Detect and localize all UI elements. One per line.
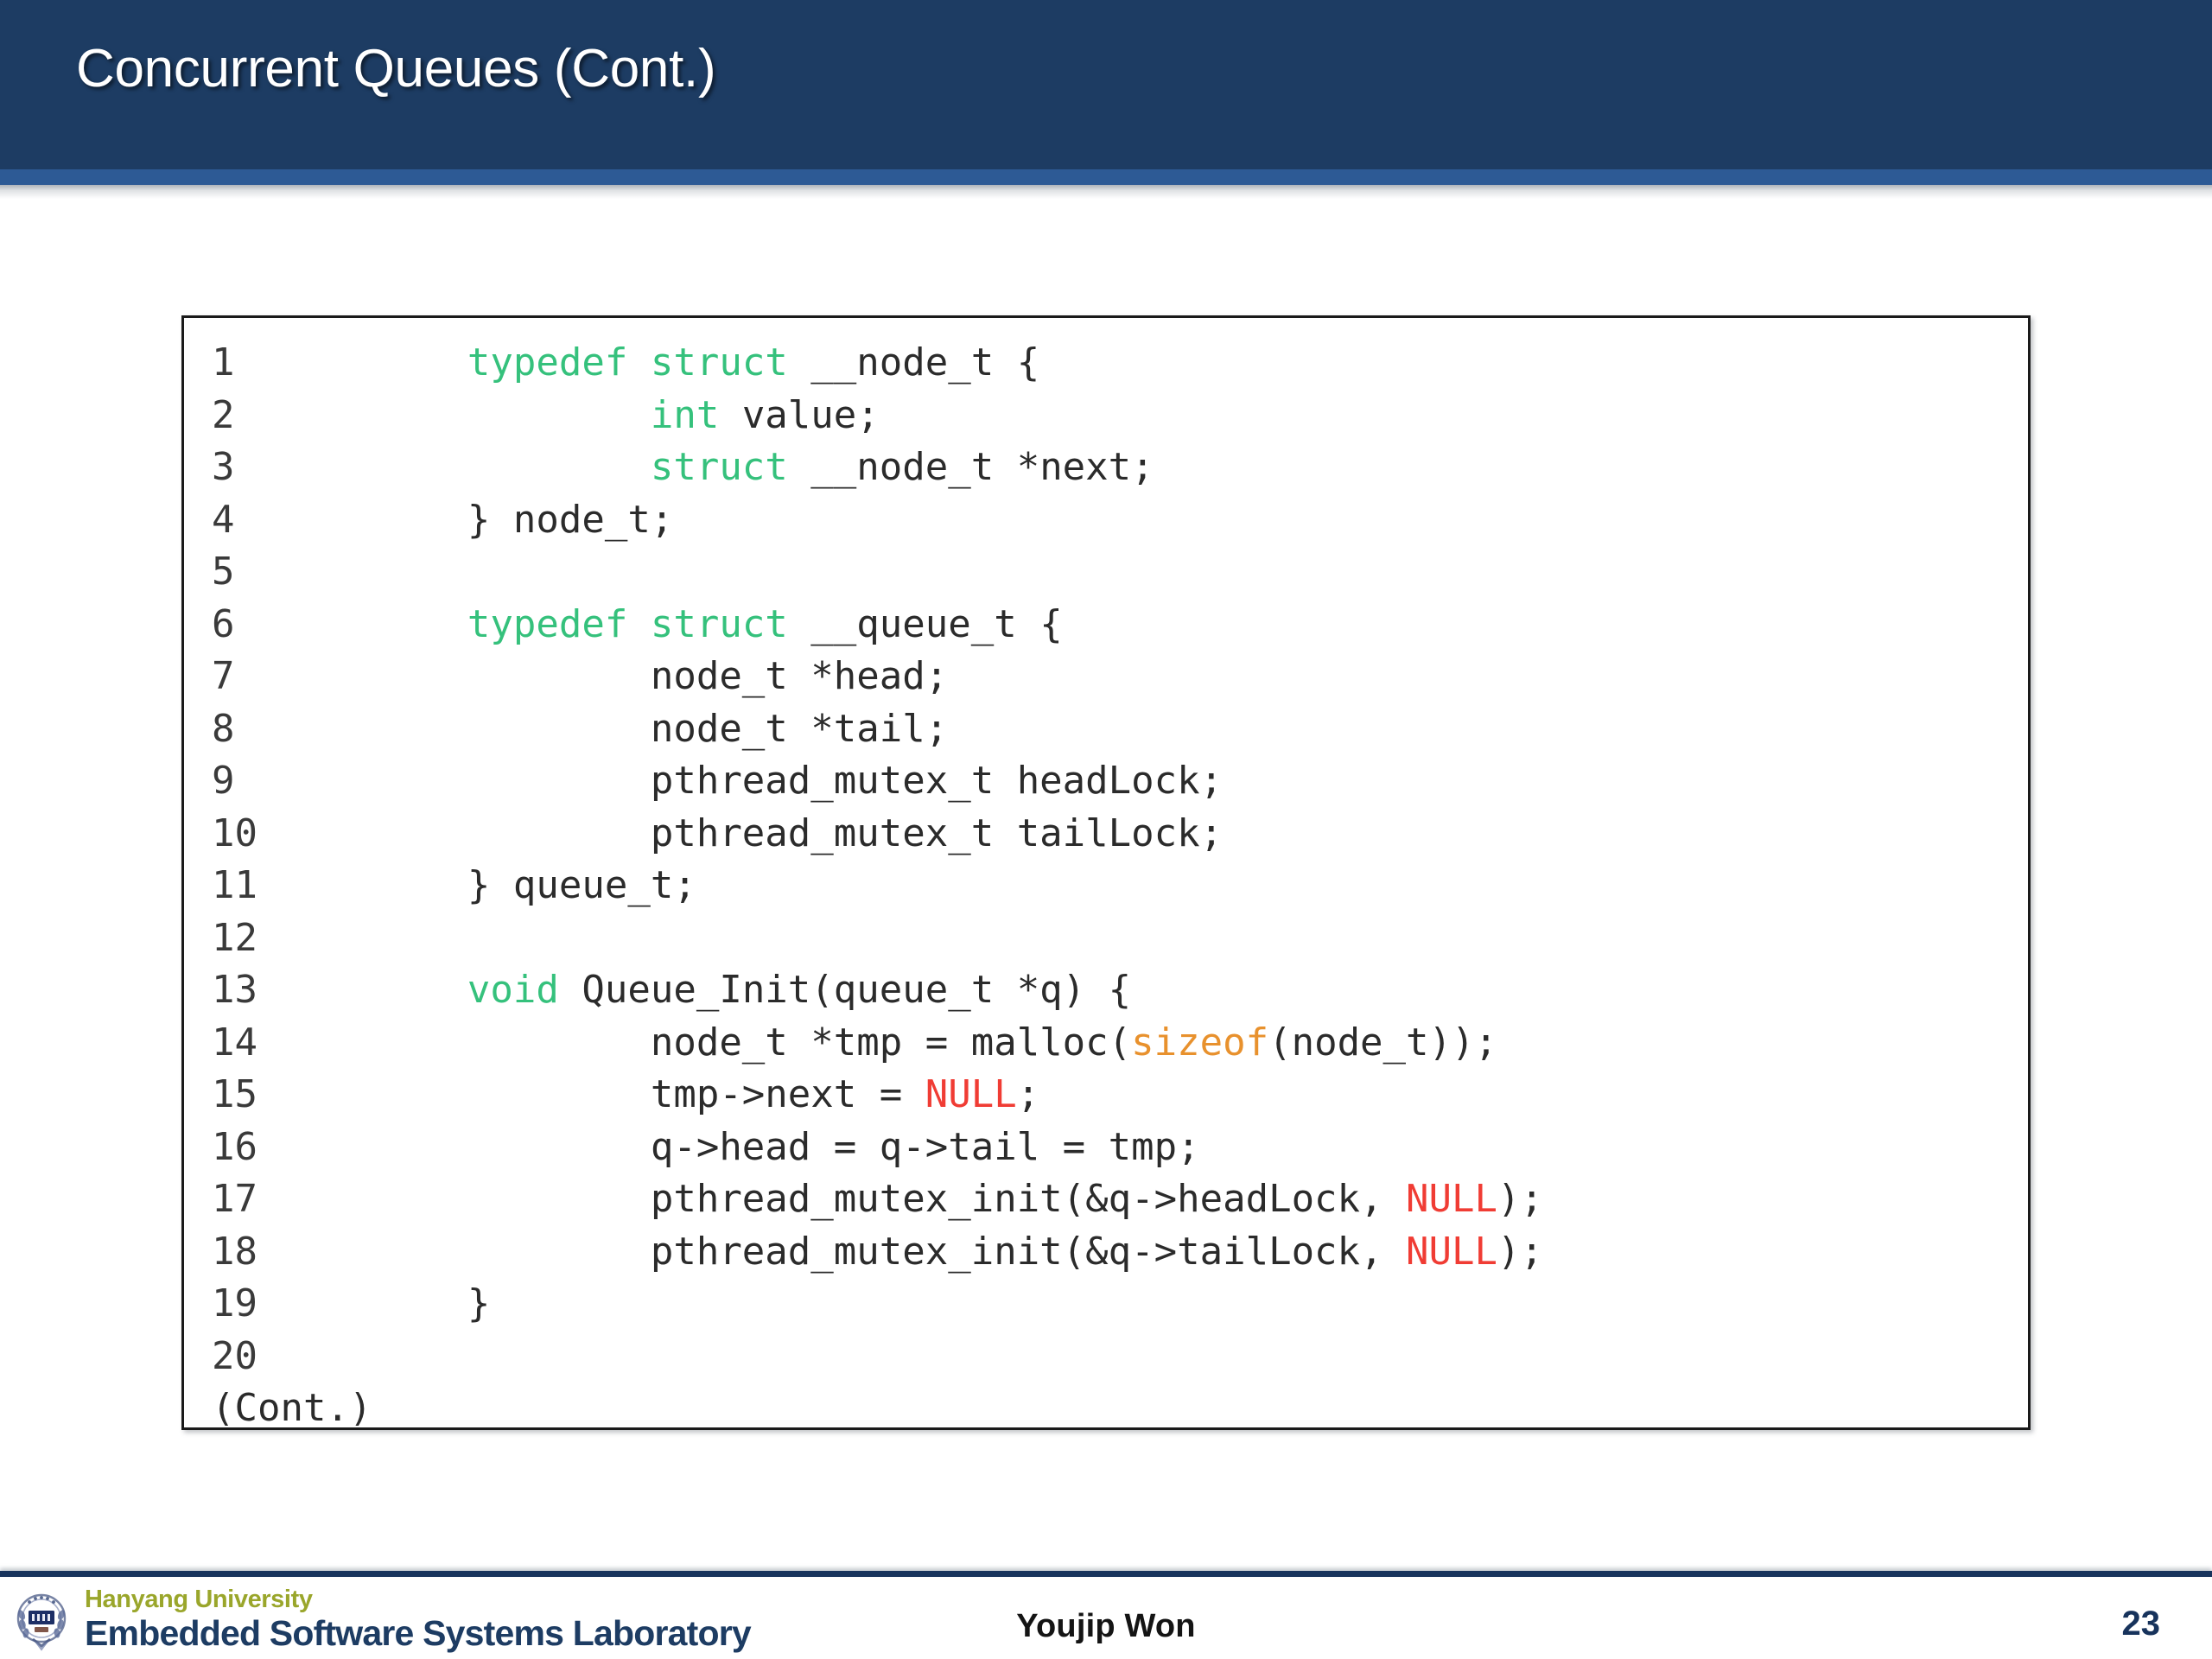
code-token: } <box>467 1281 491 1325</box>
code-line-number: 1 <box>212 340 235 385</box>
code-line: 6 typedef struct __queue_t { <box>184 599 2028 652</box>
code-listing: 1 typedef struct __node_t {2 int value;3… <box>184 337 2028 1430</box>
code-line: 12 <box>184 912 2028 965</box>
code-token: Queue_Init(queue_t *q) { <box>558 968 1132 1012</box>
code-token: node_t *tmp = malloc( <box>650 1020 1132 1065</box>
code-line: 14 node_t *tmp = malloc(sizeof(node_t)); <box>184 1017 2028 1070</box>
code-token: pthread_mutex_init(&q->tailLock, <box>650 1229 1407 1274</box>
footer-author: Youjip Won <box>1016 1608 1196 1644</box>
code-line: 20 <box>184 1331 2028 1383</box>
code-line-number: 8 <box>212 706 235 751</box>
slide-footer: Hanyang University Embedded Software Sys… <box>0 1577 2212 1659</box>
code-token: pthread_mutex_init(&q->headLock, <box>650 1177 1407 1221</box>
code-line-number: 17 <box>212 1177 257 1221</box>
code-token: } queue_t; <box>467 863 696 907</box>
code-token: ); <box>1497 1229 1543 1274</box>
code-line-number: 20 <box>212 1333 257 1378</box>
code-line: 4 } node_t; <box>184 494 2028 547</box>
code-line-number: 6 <box>212 601 235 646</box>
code-token: __node_t { <box>787 340 1040 385</box>
code-token: NULL <box>925 1072 1017 1116</box>
code-token: (node_t)); <box>1268 1020 1497 1065</box>
code-token: node_t *head; <box>650 654 949 698</box>
code-token: node_t *tail; <box>650 706 949 751</box>
code-line: 13 void Queue_Init(queue_t *q) { <box>184 964 2028 1017</box>
footer-divider <box>0 1571 2212 1577</box>
code-token: typedef <box>467 340 628 385</box>
code-line: 16 q->head = q->tail = tmp; <box>184 1122 2028 1174</box>
code-token: ); <box>1497 1177 1543 1221</box>
header-drop-shadow <box>0 185 2212 199</box>
code-line: 18 pthread_mutex_init(&q->tailLock, NULL… <box>184 1226 2028 1279</box>
code-line-number: 13 <box>212 968 257 1012</box>
code-token: q->head = q->tail = tmp; <box>650 1124 1200 1169</box>
code-token: value; <box>719 392 880 437</box>
code-token: NULL <box>1406 1177 1497 1221</box>
code-line: 11 } queue_t; <box>184 860 2028 912</box>
code-token <box>627 602 651 646</box>
code-token: void <box>467 968 559 1012</box>
slide-header: Concurrent Queues (Cont.) <box>0 0 2212 169</box>
code-token: pthread_mutex_t headLock; <box>650 759 1224 803</box>
code-token: pthread_mutex_t tailLock; <box>650 810 1224 855</box>
hanyang-logo: Hanyang University Embedded Software Sys… <box>10 1586 752 1653</box>
code-token: __queue_t { <box>787 601 1063 646</box>
code-line-number: 9 <box>212 759 235 803</box>
code-token: struct <box>650 445 788 489</box>
code-line: 2 int value; <box>184 390 2028 442</box>
code-continuation-text: (Cont.) <box>212 1386 372 1430</box>
logo-text-block: Hanyang University Embedded Software Sys… <box>85 1586 752 1653</box>
code-line-number: 18 <box>212 1229 257 1274</box>
code-line-number: 12 <box>212 915 257 960</box>
code-line: 7 node_t *head; <box>184 651 2028 703</box>
code-line-number: 10 <box>212 810 257 855</box>
code-token: struct <box>650 340 788 385</box>
code-listing-box: 1 typedef struct __node_t {2 int value;3… <box>181 315 2031 1430</box>
logo-laboratory-name: Embedded Software Systems Laboratory <box>85 1613 752 1653</box>
code-continuation-label: (Cont.) <box>184 1382 2028 1430</box>
code-line-number: 3 <box>212 445 235 489</box>
page-number: 23 <box>2121 1605 2161 1643</box>
code-token: sizeof <box>1131 1020 1269 1065</box>
code-line: 9 pthread_mutex_t headLock; <box>184 755 2028 808</box>
page-title: Concurrent Queues (Cont.) <box>76 39 716 99</box>
code-line-number: 4 <box>212 497 235 542</box>
code-line-number: 7 <box>212 654 235 698</box>
code-line-number: 19 <box>212 1281 257 1325</box>
logo-university-name: Hanyang University <box>85 1586 313 1613</box>
code-line: 15 tmp->next = NULL; <box>184 1069 2028 1122</box>
code-line: 19 } <box>184 1278 2028 1331</box>
code-line-number: 14 <box>212 1020 257 1065</box>
code-token: ; <box>1016 1072 1040 1116</box>
code-line: 3 struct __node_t *next; <box>184 442 2028 494</box>
code-line-number: 5 <box>212 550 235 594</box>
code-line: 8 node_t *tail; <box>184 703 2028 756</box>
code-line: 10 pthread_mutex_t tailLock; <box>184 808 2028 861</box>
university-crest-icon <box>10 1589 73 1651</box>
code-token: } node_t; <box>467 497 674 542</box>
code-line-number: 11 <box>212 863 257 907</box>
code-token <box>627 340 651 385</box>
header-accent-stripe <box>0 169 2212 185</box>
code-line-number: 2 <box>212 392 235 437</box>
code-line: 1 typedef struct __node_t { <box>184 337 2028 390</box>
code-line-number: 15 <box>212 1072 257 1116</box>
code-token: struct <box>650 601 788 646</box>
code-line: 17 pthread_mutex_init(&q->headLock, NULL… <box>184 1173 2028 1226</box>
code-token: __node_t *next; <box>787 445 1154 489</box>
code-token: tmp->next = <box>650 1072 925 1116</box>
code-line-number: 16 <box>212 1124 257 1169</box>
code-token: typedef <box>467 601 628 646</box>
code-token: int <box>650 392 720 437</box>
code-line: 5 <box>184 546 2028 599</box>
code-token: NULL <box>1406 1229 1497 1274</box>
